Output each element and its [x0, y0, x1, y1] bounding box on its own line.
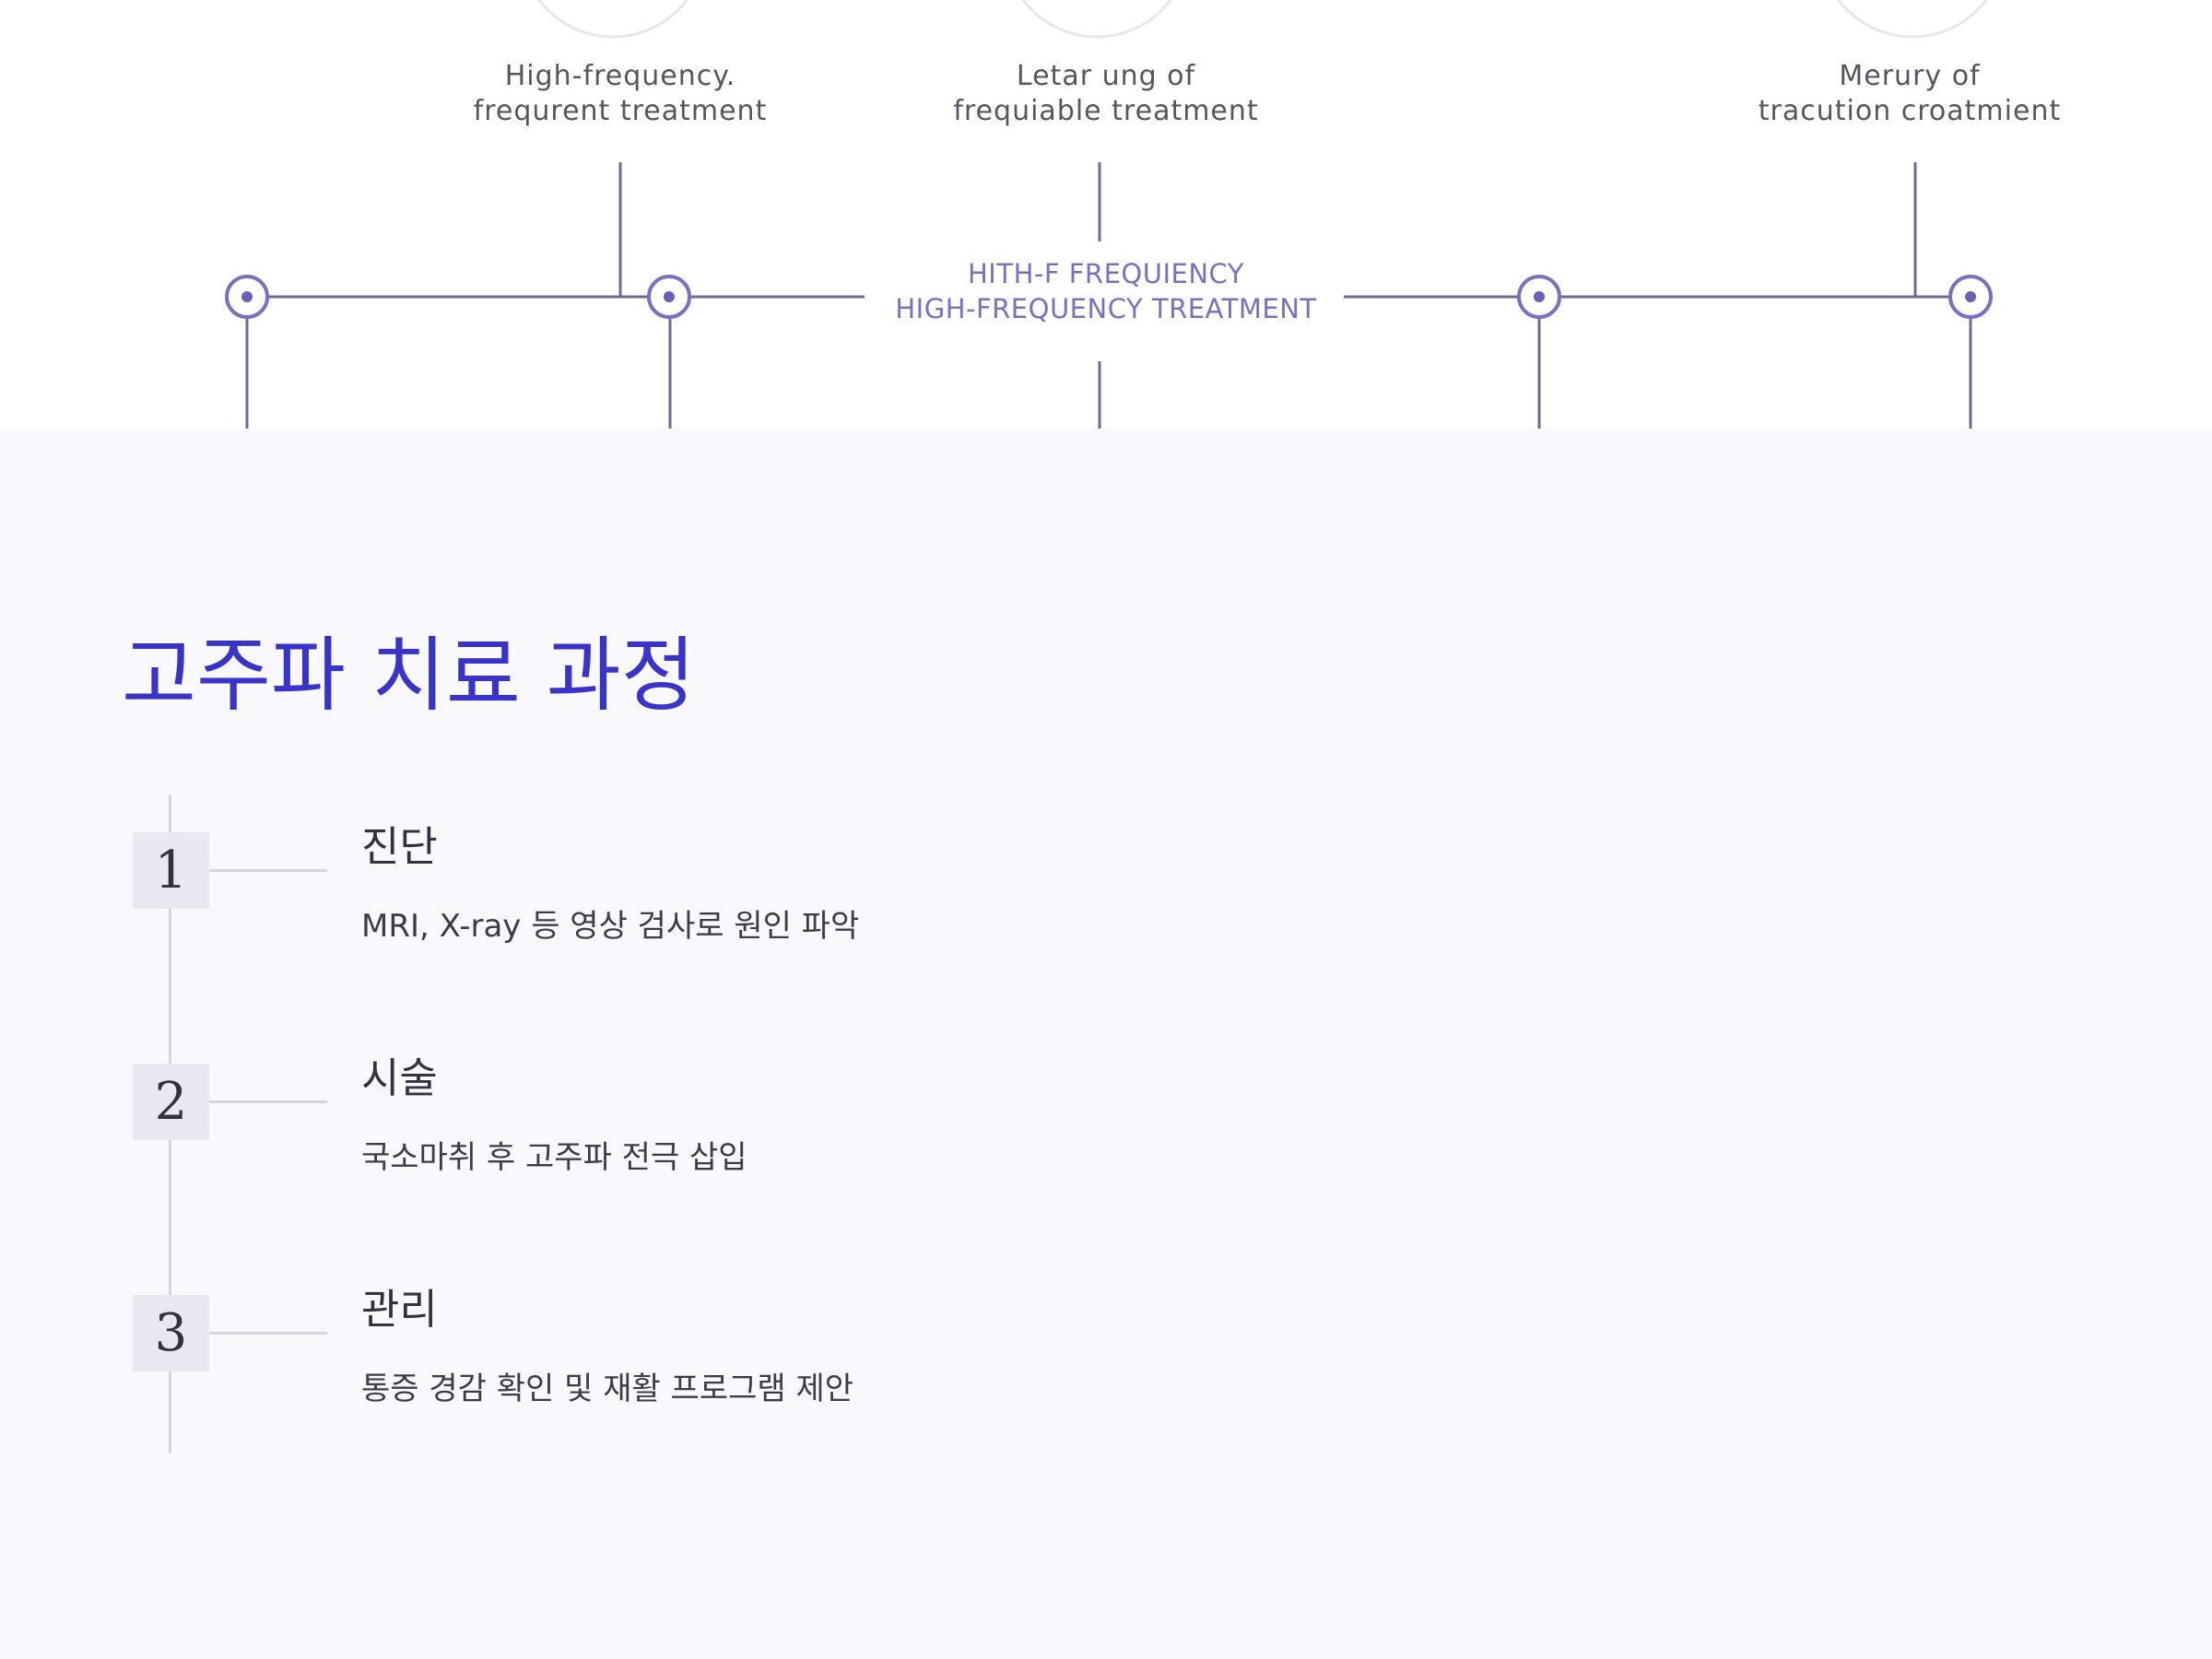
- diagram-node: [1948, 275, 1993, 319]
- step-connector: [209, 869, 327, 872]
- step-description: 통증 경감 확인 및 재활 프로그램 제안: [361, 1371, 854, 1407]
- diagram-node: [225, 275, 269, 319]
- step-description: 국소마취 후 고주파 전극 삽입: [361, 1139, 747, 1176]
- diagram-node: [1517, 275, 1561, 319]
- section-title: 고주파 치료 과정: [122, 628, 696, 723]
- treatment-process-section: 고주파 치료 과정 1 진단 MRI, X-ray 등 영상 검사로 원인 파악…: [0, 429, 2212, 1659]
- step-title: 관리: [361, 1285, 438, 1334]
- diagram-circle-top: [537, 0, 688, 39]
- step-number-badge: 3: [133, 1295, 209, 1371]
- step-description: MRI, X-ray 등 영상 검사로 원인 파악: [361, 908, 860, 945]
- diagram-label-line: frequrent treatment: [473, 95, 768, 127]
- diagram-label-line: High-frequency.: [504, 60, 736, 92]
- process-step: 2 시술 국소마취 후 고주파 전극 삽입: [0, 1053, 2212, 1220]
- diagram-label-line: frequiable treatment: [953, 95, 1259, 127]
- diagram-center-label: HITH-F FREQUIENCY HIGH-FREQUENCY TREATME…: [857, 256, 1355, 326]
- diagram-node: [647, 275, 691, 319]
- hero-diagram-image: High-frequency. frequrent treatment Leta…: [0, 0, 2212, 429]
- diagram-circle-top: [1837, 0, 1988, 39]
- diagram-circle-top: [1021, 0, 1172, 39]
- process-step: 1 진단 MRI, X-ray 등 영상 검사로 원인 파악: [0, 822, 2212, 989]
- diagram-label-line: Merury of: [1839, 60, 1981, 92]
- step-title: 진단: [361, 822, 438, 871]
- diagram-center-line: HITH-F FREQUIENCY: [968, 258, 1244, 289]
- process-step: 3 관리 통증 경감 확인 및 재활 프로그램 제안: [0, 1285, 2212, 1452]
- diagram-label-line: Letar ung of: [1016, 60, 1196, 92]
- step-connector: [209, 1332, 327, 1335]
- step-title: 시술: [361, 1053, 438, 1102]
- treatment-diagram: [225, 0, 1993, 429]
- diagram-label-line: tracution croatmient: [1758, 95, 2062, 127]
- step-number-badge: 2: [133, 1064, 209, 1140]
- diagram-label-1: High-frequency. frequrent treatment: [427, 59, 814, 129]
- diagram-center-line: HIGH-FREQUENCY TREATMENT: [895, 293, 1317, 324]
- diagram-label-3: Merury of tracution croatmient: [1716, 59, 2103, 129]
- step-number-badge: 1: [133, 832, 209, 909]
- diagram-label-2: Letar ung of frequiable treatment: [912, 59, 1300, 129]
- step-connector: [209, 1100, 327, 1103]
